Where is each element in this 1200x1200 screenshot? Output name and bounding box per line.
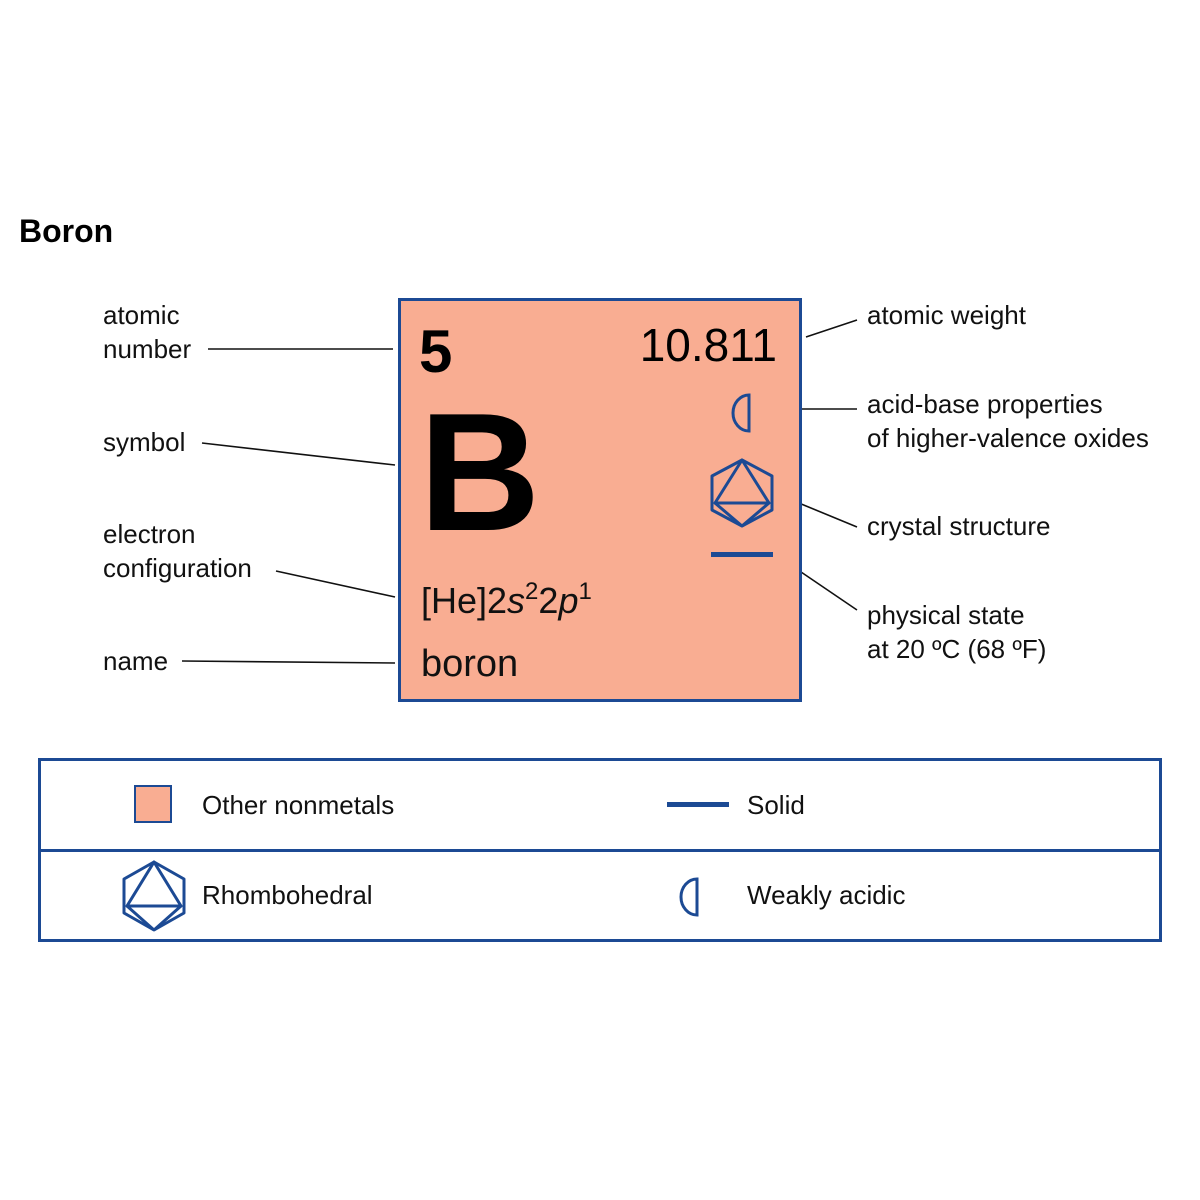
rhombohedral-legend-icon <box>122 860 186 932</box>
legend-category: Other nonmetals <box>202 790 395 820</box>
label-name: name <box>103 646 169 676</box>
legend-state: Solid <box>747 790 805 820</box>
electron-configuration: [He]2s22p1 <box>421 578 592 622</box>
label-crystal-structure: crystal structure <box>867 511 1051 541</box>
leader-symbol <box>201 442 396 466</box>
solid-bar-icon <box>711 552 773 557</box>
half-circle-icon <box>731 393 751 433</box>
solid-line-icon <box>667 802 729 807</box>
element-name: boron <box>421 643 519 685</box>
legend-crystal: Rhombohedral <box>202 880 373 910</box>
swatch-icon <box>134 785 172 823</box>
label-acid-base: acid-base properties of higher-valence o… <box>867 389 1149 453</box>
rhombohedral-icon <box>710 458 774 528</box>
legend-table: Other nonmetals Solid Rhombohedral Weakl… <box>38 758 1162 942</box>
legend-divider <box>41 849 1159 852</box>
legend-acidity: Weakly acidic <box>747 880 906 910</box>
element-tile: 5 10.811 B [He]2s22p1 boron <box>398 298 802 702</box>
atomic-number: 5 <box>419 318 453 385</box>
atomic-weight: 10.811 <box>639 319 777 371</box>
label-physical-state: physical state at 20 ºC (68 ºF) <box>867 600 1047 664</box>
page-title: Boron <box>19 213 114 249</box>
half-circle-legend-icon <box>679 877 699 917</box>
leader-electron-configuration <box>275 570 396 598</box>
leader-atomic-weight <box>805 319 858 338</box>
element-symbol: B <box>419 378 541 566</box>
label-electron-configuration: electron configuration <box>103 519 252 583</box>
leader-name <box>181 660 396 664</box>
label-atomic-weight: atomic weight <box>867 300 1026 330</box>
label-symbol: symbol <box>103 427 186 457</box>
label-atomic-number: atomic number <box>103 300 192 364</box>
